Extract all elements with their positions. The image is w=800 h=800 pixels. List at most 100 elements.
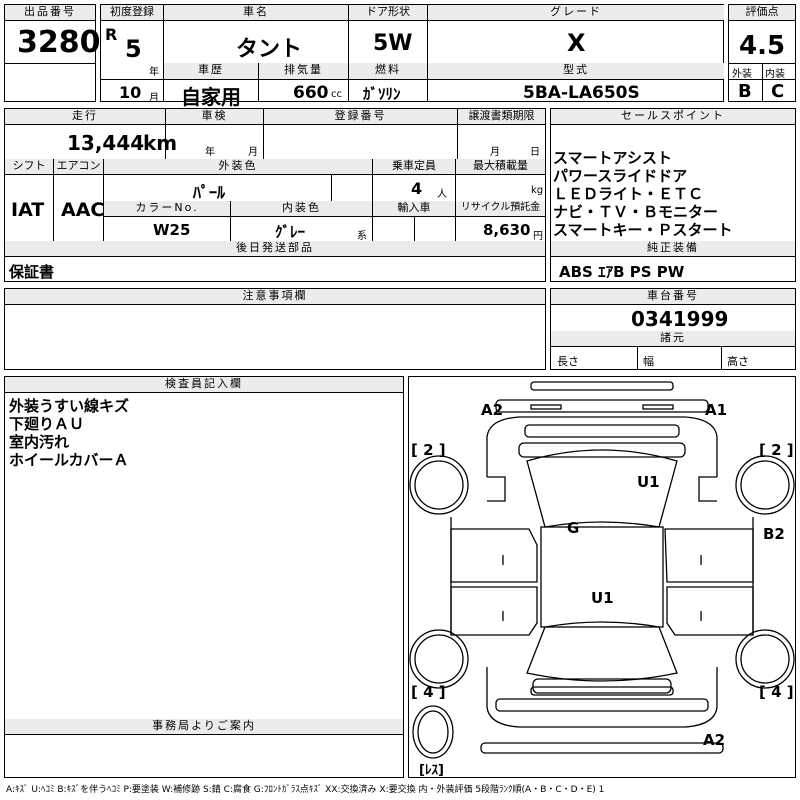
era: R (105, 25, 118, 44)
sales-point-label: セールスポイント (551, 109, 795, 125)
capacity-unit: 人 (437, 189, 447, 200)
tire-front-right: [ 2 ] (759, 441, 794, 459)
score-box: 評価点 4.5 外装 内装 B C (728, 4, 796, 102)
displacement-unit: cc (331, 89, 342, 100)
mileage: 13,444 (67, 131, 145, 155)
equipment: ABS ｴｱB PS PW (559, 263, 685, 281)
capacity: 4 (411, 179, 423, 198)
mark-floor: U1 (591, 589, 614, 607)
history-label: 車歴 (164, 63, 258, 79)
cert-deadline-label: 譲渡書類期限 (458, 109, 545, 125)
inspection-month-unit: 月 (248, 147, 258, 158)
sales-point-box: セールスポイント スマートアシスト パワースライドドア ＬＥＤライト・ＥＴＣ ナ… (550, 108, 796, 282)
mark-rear: A2 (703, 731, 726, 749)
chassis-label: 車台番号 (551, 289, 795, 305)
import-label: 輸入車 (373, 201, 455, 217)
tire-front-left: [ 2 ] (411, 441, 446, 459)
mark-front-right: A1 (705, 401, 728, 419)
interior-grade: C (771, 81, 785, 102)
car-diagram (409, 381, 795, 759)
mileage-label: 走行 (5, 109, 165, 125)
legend-footer: A:ｷｽﾞ U:ﾍｺﾐ B:ｷｽﾞを伴うﾍｺﾐ P:要塗装 W:補修跡 S:錆 … (6, 785, 605, 795)
vehicle-detail-box: 走行 車検 登録番号 譲渡書類期限 13,444 km 年 月 月 日 シフト … (4, 108, 546, 282)
month-unit: 月 (149, 93, 159, 104)
tire-rear-right: [ 4 ] (759, 683, 794, 701)
mileage-unit: km (143, 131, 178, 155)
inspection-label: 車検 (166, 109, 263, 125)
recycle-unit: 円 (533, 231, 543, 242)
interior-color: ｸﾞﾚｰ (275, 223, 306, 241)
displacement-label: 排気量 (259, 63, 348, 79)
exterior-grade: B (738, 81, 752, 102)
tire-rear-left: [ 4 ] (411, 683, 446, 701)
later-parts-label: 後日発送部品 (5, 241, 545, 257)
car-name-label: 車名 (164, 5, 348, 21)
cert-day-unit: 日 (530, 147, 540, 158)
door-type: 5W (373, 31, 413, 56)
sales-line-5: スマートキー・Ｐスタート (553, 221, 733, 239)
office-label: 事務局よりご案内 (5, 719, 403, 735)
model-label: 型式 (428, 63, 724, 79)
inspector-box: 検査員記入欄 外装うすい線キズ 下廻りＡＵ 室内汚れ ホイールカバーＡ 事務局よ… (4, 376, 404, 778)
inspector-line-3: 室内汚れ (9, 433, 70, 451)
fuel-label: 燃料 (349, 63, 427, 79)
lot-number-box: 出品番号 3280 (4, 4, 101, 102)
height-label: 高さ (727, 355, 749, 368)
model-code: 5BA-LA650S (523, 83, 640, 103)
score-label: 評価点 (729, 5, 795, 21)
mark-front-left: A2 (481, 401, 504, 419)
sales-line-1: スマートアシスト (553, 149, 672, 167)
notes-box: 注意事項欄 (4, 288, 546, 370)
inspector-line-2: 下廻りＡＵ (9, 415, 85, 433)
interior-label: 内装 (765, 69, 785, 80)
exterior-label: 外装 (732, 69, 752, 80)
mark-right-side: B2 (763, 525, 785, 543)
sales-line-4: ナビ・ＴＶ・Ｂモニター (553, 203, 719, 221)
fuel: ｶﾞｿﾘﾝ (363, 85, 401, 103)
width-label: 幅 (643, 355, 654, 368)
chassis-box: 車台番号 0341999 諸元 長さ 幅 高さ (550, 288, 796, 370)
grade-label: グレード (428, 5, 724, 21)
sales-line-2: パワースライドドア (553, 167, 688, 185)
car-diagram-box: A2 A1 U1 G B2 U1 A2 [ 2 ] [ 2 ] [ 4 ] [ … (408, 376, 796, 778)
spec-label: 諸元 (551, 331, 795, 347)
reg-month: 10 (119, 83, 142, 102)
shift: IAT (11, 199, 45, 221)
max-load-label: 最大積載量 (456, 159, 545, 175)
recycle-label: リサイクル預託金 (456, 201, 545, 217)
capacity-label: 乗車定員 (373, 159, 455, 175)
year-unit: 年 (149, 67, 159, 78)
lot-number: 3280 (17, 25, 101, 60)
aircon: AAC (61, 199, 105, 221)
first-reg-label: 初度登録 (101, 5, 163, 21)
overall-score: 4.5 (739, 31, 786, 61)
inspector-label: 検査員記入欄 (5, 377, 403, 393)
mark-roof: U1 (637, 473, 660, 491)
lot-number-label: 出品番号 (5, 5, 95, 21)
aircon-label: エアコン (54, 159, 103, 175)
inspection-year-unit: 年 (205, 147, 215, 158)
equipment-label: 純正装備 (551, 241, 795, 257)
interior-color-label: 内装色 (231, 201, 372, 217)
plate-label: 登録番号 (264, 109, 457, 125)
inspector-line-4: ホイールカバーＡ (9, 451, 129, 469)
shift-label: シフト (5, 159, 53, 175)
color-number: W25 (153, 221, 191, 239)
history: 自家用 (181, 85, 241, 109)
length-label: 長さ (557, 355, 579, 368)
cert-month-unit: 月 (490, 147, 500, 158)
interior-color-unit: 系 (357, 231, 367, 242)
tire-spare: [ﾚｽ] (419, 763, 444, 778)
grade: X (567, 29, 586, 57)
load-unit: kg (531, 185, 544, 196)
door-type-label: ドア形状 (349, 5, 427, 21)
inspector-line-1: 外装うすい線キズ (9, 397, 130, 415)
notes-label: 注意事項欄 (5, 289, 545, 305)
reg-year: 5 (125, 35, 142, 63)
color-no-label: カラーNo. (104, 201, 230, 217)
exterior-color: ﾊﾟｰﾙ (193, 183, 226, 202)
sales-line-3: ＬＥＤライト・ＥＴＣ (553, 185, 704, 203)
car-info-box: 初度登録 車名 ドア形状 グレード R 5 年 タント 5W X 車歴 排気量 … (100, 4, 724, 109)
displacement: 660 (293, 83, 329, 103)
